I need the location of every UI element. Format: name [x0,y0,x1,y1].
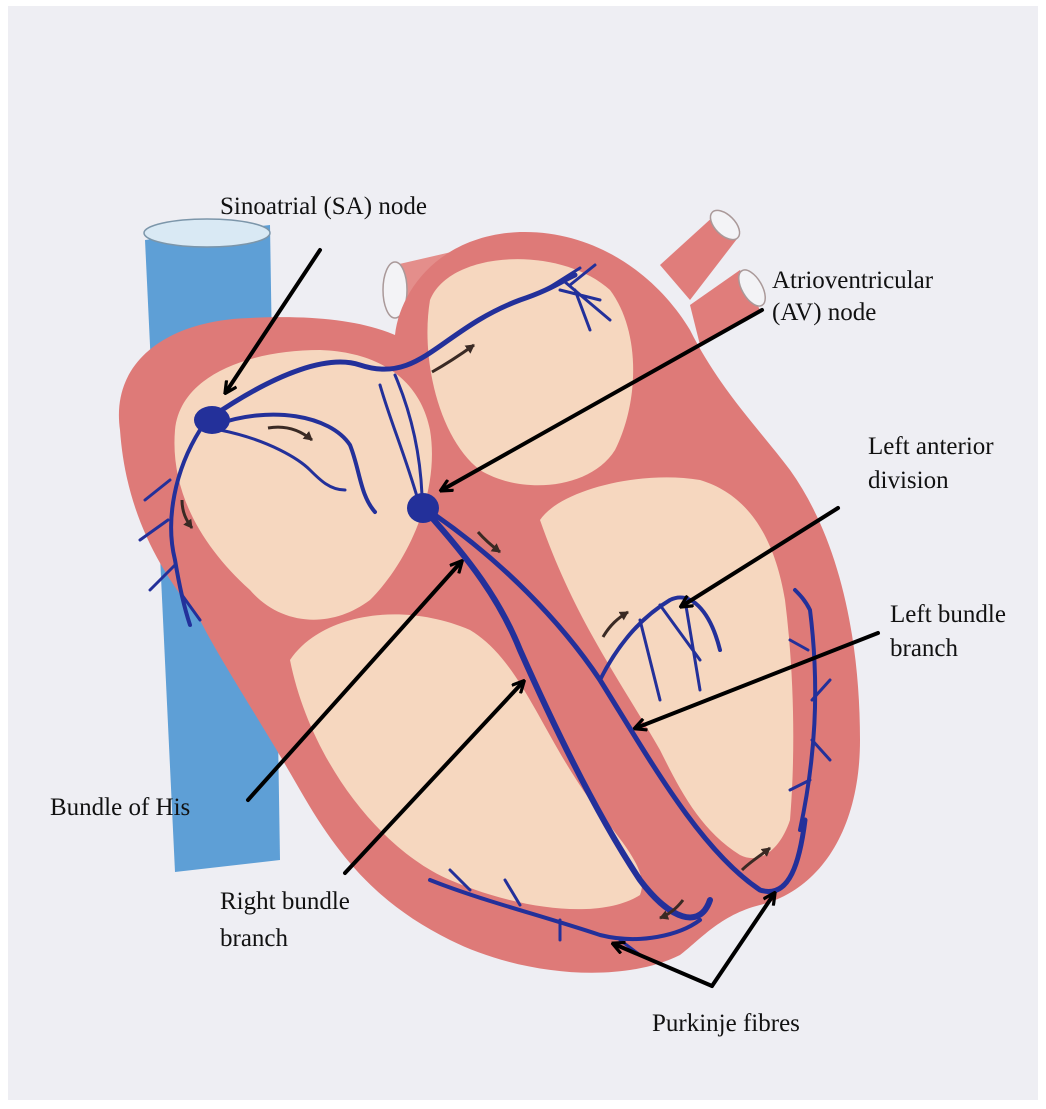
left-anterior-label-line1: Left anterior [868,432,994,462]
right-bundle-label-line1: Right bundle [220,887,350,917]
right-bundle-label-line2: branch [220,924,288,954]
sa-node [194,406,230,434]
bundle-of-his-label: Bundle of His [50,793,190,823]
sa-node-label: Sinoatrial (SA) node [220,192,427,222]
left-anterior-label-line2: division [868,466,949,496]
left-bundle-label-line2: branch [890,634,958,664]
av-node [407,493,439,523]
av-node-label-line2: (AV) node [772,298,876,328]
av-node-label-line1: Atrioventricular [772,266,933,296]
purkinje-label: Purkinje fibres [652,1009,800,1039]
left-bundle-label-line1: Left bundle [890,600,1006,630]
